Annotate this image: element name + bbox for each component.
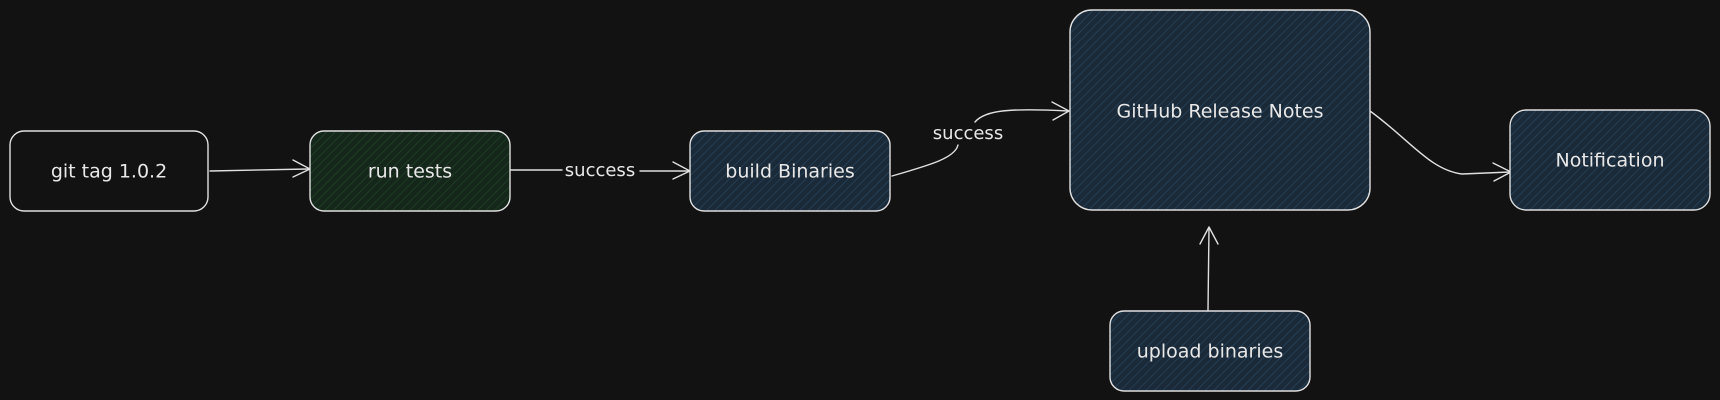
node-run-tests[interactable]: run tests — [309, 130, 511, 212]
node-upload-binaries-label: upload binaries — [1137, 341, 1283, 363]
node-notification[interactable]: Notification — [1509, 109, 1711, 211]
node-git-tag-label: git tag 1.0.2 — [51, 161, 167, 183]
edge-release-to-notification — [1369, 110, 1512, 182]
node-build-binaries[interactable]: build Binaries — [689, 130, 891, 212]
edge-tag-to-tests — [209, 159, 311, 178]
node-github-release-notes[interactable]: GitHub Release Notes — [1069, 9, 1371, 211]
edge-tests-to-build: success — [509, 160, 691, 181]
edge-upload-to-release — [1199, 226, 1219, 311]
edge-label-success-1: success — [565, 160, 635, 181]
node-upload-binaries[interactable]: upload binaries — [1109, 310, 1311, 392]
node-notification-label: Notification — [1555, 150, 1664, 172]
edge-build-to-release: success — [891, 101, 1070, 177]
node-build-binaries-label: build Binaries — [725, 161, 854, 183]
edge-label-success-2: success — [933, 123, 1003, 144]
node-git-tag[interactable]: git tag 1.0.2 — [9, 130, 209, 212]
node-github-release-notes-label: GitHub Release Notes — [1116, 101, 1323, 123]
node-run-tests-label: run tests — [368, 161, 452, 183]
